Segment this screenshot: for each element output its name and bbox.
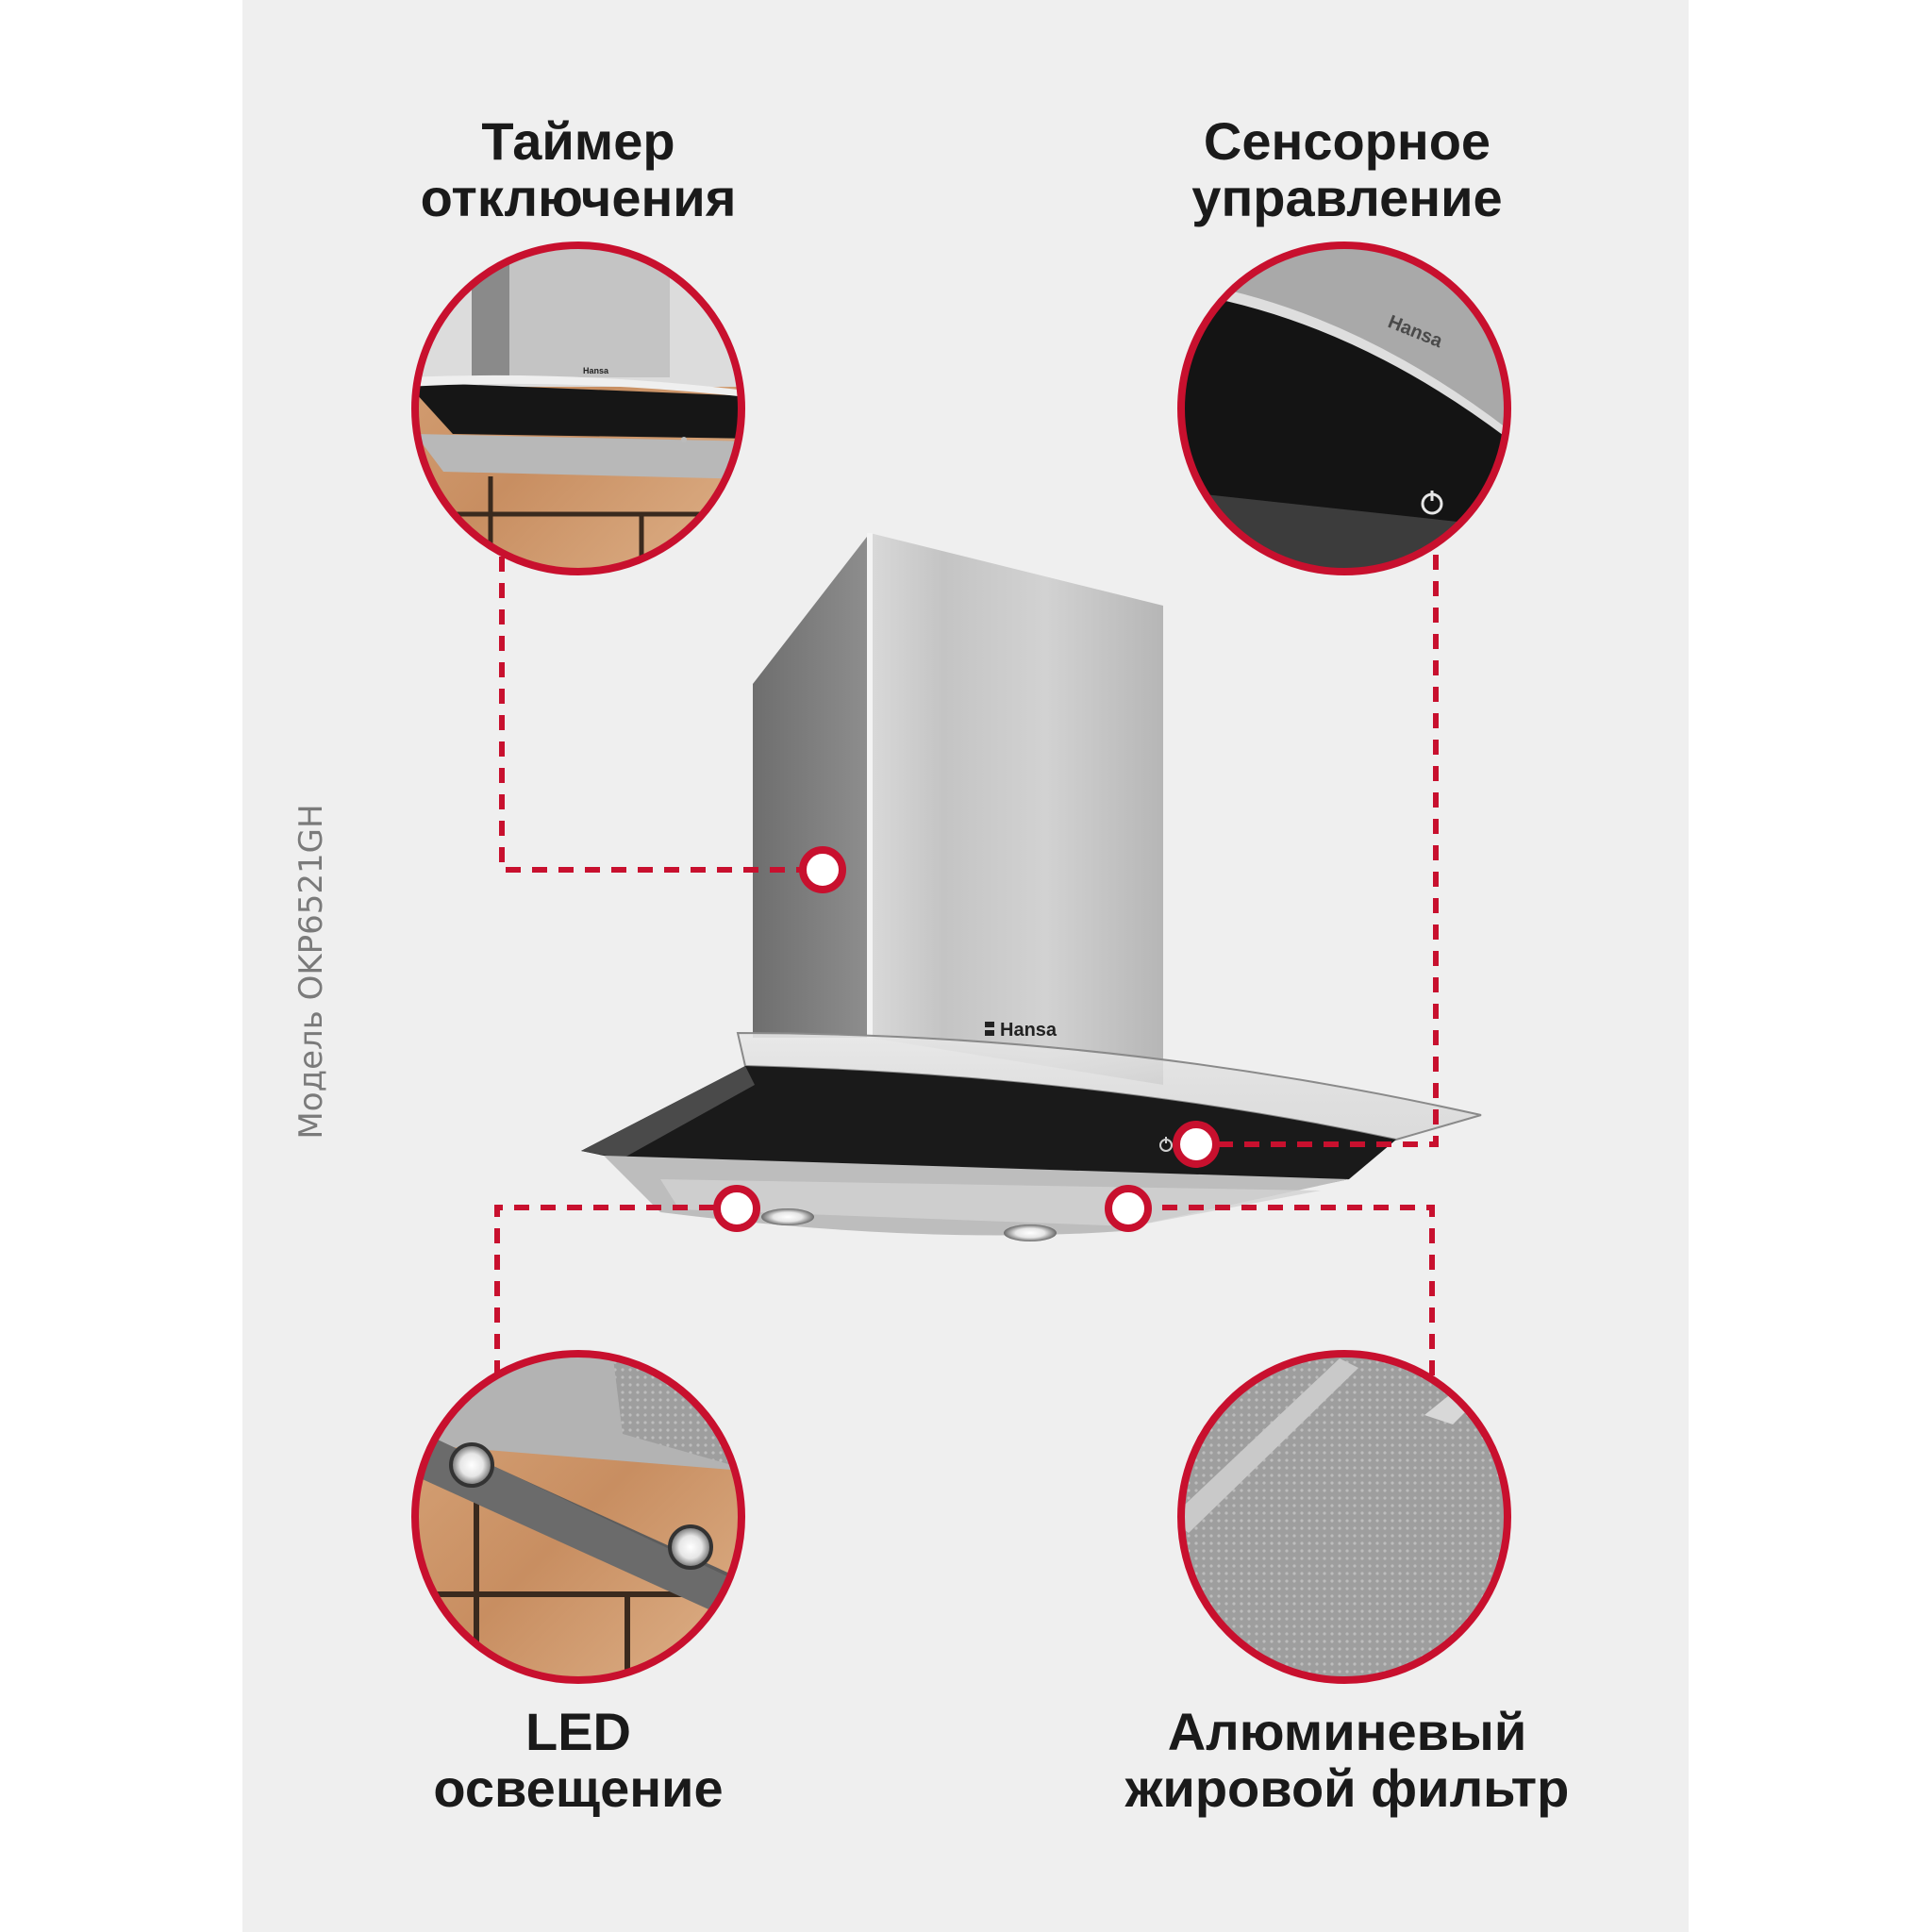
title-led-line2: освещение <box>433 1758 724 1818</box>
svg-text:Hansa: Hansa <box>583 366 609 375</box>
detail-circle-filter <box>1177 1350 1511 1684</box>
hotspot-filter[interactable] <box>1105 1185 1152 1232</box>
hotspot-timer[interactable] <box>799 846 846 893</box>
led-spot-left <box>761 1208 814 1225</box>
title-filter: Алюминевый жировой фильтр <box>1083 1704 1611 1817</box>
title-timer-line2: отключения <box>420 168 737 227</box>
hotspot-touch[interactable] <box>1173 1121 1220 1168</box>
connector-touch <box>1196 555 1439 1147</box>
title-led: LED освещение <box>314 1704 842 1817</box>
title-touch-line2: управление <box>1191 168 1503 227</box>
title-filter-line2: жировой фильтр <box>1124 1758 1570 1818</box>
title-filter-line1: Алюминевый <box>1167 1702 1527 1761</box>
hansa-logo: Hansa <box>985 1020 1058 1041</box>
connector-led <box>494 1205 736 1375</box>
title-led-line1: LED <box>525 1702 631 1761</box>
detail-circle-led <box>411 1350 745 1684</box>
detail-circle-touch: Hansa <box>1177 242 1511 575</box>
connector-filter <box>1127 1205 1435 1375</box>
led-spot-icon <box>449 1442 494 1488</box>
range-hood: Hansa <box>581 533 1482 1241</box>
touch-power-icon <box>1421 491 1443 515</box>
led-spot-right <box>1004 1224 1057 1241</box>
hotspot-led[interactable] <box>713 1185 760 1232</box>
detail-circle-timer: Hansa <box>411 242 745 575</box>
title-timer-line1: Таймер <box>481 111 675 171</box>
model-label: Модель OKP6521GH <box>292 804 330 1140</box>
brand-label: Hansa <box>1000 1020 1058 1041</box>
title-touch-line1: Сенсорное <box>1203 111 1491 171</box>
title-touch: Сенсорное управление <box>1083 113 1611 226</box>
connectors <box>494 555 1439 1375</box>
power-icon[interactable] <box>1159 1137 1173 1152</box>
chimney-front <box>870 533 1163 1085</box>
hotspots <box>713 846 1220 1232</box>
title-timer: Таймер отключения <box>314 113 842 226</box>
chimney-side <box>753 533 870 1038</box>
